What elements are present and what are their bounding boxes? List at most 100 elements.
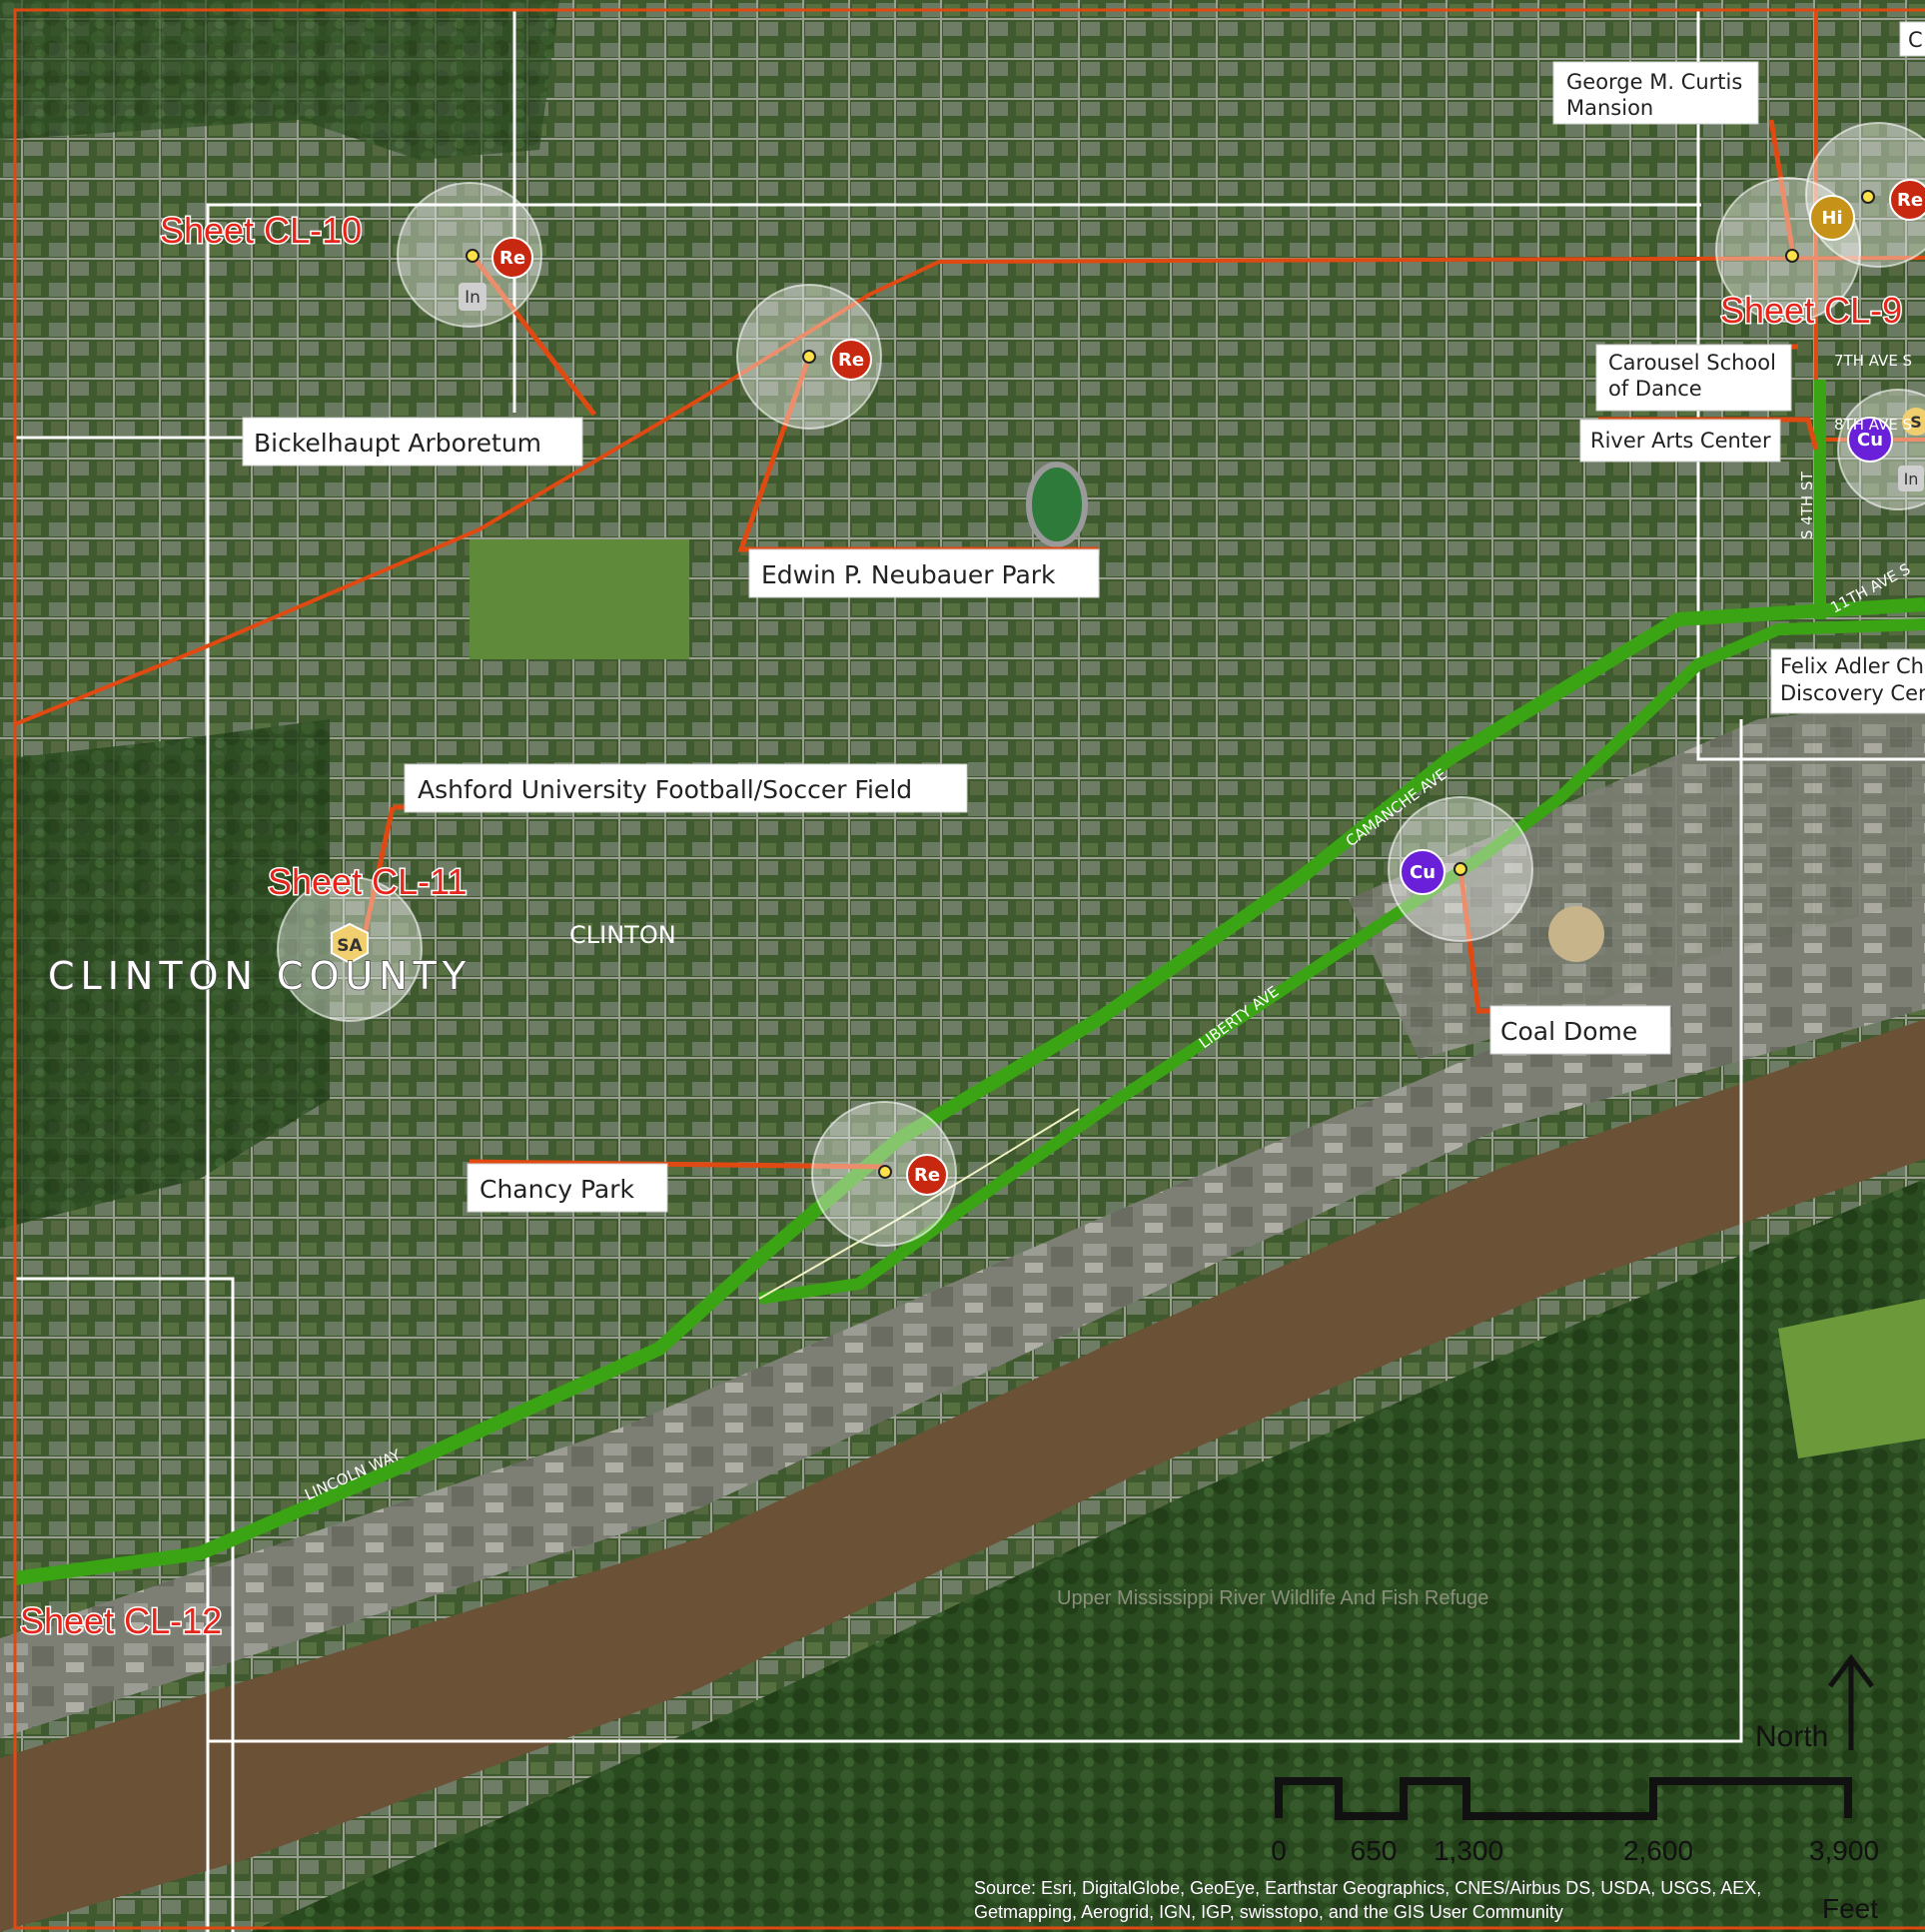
callout-label: Bickelhaupt Arboretum	[254, 429, 541, 458]
imagery-forest-west	[0, 719, 330, 1229]
callout-chancy-park[interactable]: Chancy Park	[467, 1163, 668, 1213]
open-field	[470, 539, 689, 659]
marker-code: Re	[1897, 190, 1923, 211]
callout-george-curtis-mansion[interactable]: George M. Curtis Mansion	[1552, 61, 1759, 125]
marker-hi-curtis[interactable]: Hi	[1809, 195, 1855, 241]
refuge-label: Upper Mississippi River Wildlife And Fis…	[1057, 1587, 1488, 1609]
marker-re-neubauer[interactable]: Re	[830, 339, 872, 381]
marker-code: SA	[337, 936, 363, 956]
callout-felix-adler[interactable]: Felix Adler Chi Discovery Cer	[1770, 648, 1925, 714]
north-arrow-head	[1828, 1653, 1874, 1688]
marker-sa-ashford[interactable]: SA	[331, 922, 369, 965]
callout-label-line1: Carousel School	[1608, 351, 1776, 375]
source-attribution-line2: Getmapping, Aerogrid, IGN, IGP, swisstop…	[974, 1902, 1563, 1922]
street-camanche-ave: CAMANCHE AVE	[1343, 765, 1450, 850]
callout-label: Edwin P. Neubauer Park	[761, 560, 1056, 589]
scale-tick-650: 650	[1351, 1835, 1398, 1866]
marker-in-east[interactable]: In	[1898, 466, 1924, 491]
green-route-mid	[758, 1108, 1080, 1300]
marker-cu-river-arts[interactable]: Cu	[1847, 417, 1893, 463]
callout-coal-dome[interactable]: Coal Dome	[1489, 1005, 1671, 1055]
marker-code: Hi	[1821, 208, 1842, 229]
town-label: CLINTON	[569, 921, 676, 949]
recreation-icon	[491, 237, 533, 279]
historic-icon	[1809, 195, 1855, 241]
callout-carousel-school[interactable]: Carousel School of Dance	[1595, 344, 1792, 412]
source-attribution-line1: Source: Esri, DigitalGlobe, GeoEye, Eart…	[974, 1878, 1761, 1898]
marker-re-chancy[interactable]: Re	[906, 1154, 948, 1196]
cultural-icon	[1847, 417, 1893, 463]
marker-code: Re	[499, 248, 525, 269]
orange-boundary-line	[14, 256, 1925, 726]
sport-icon	[331, 922, 369, 965]
sheet-label-cl10[interactable]: Sheet CL-10	[159, 209, 364, 253]
callout-label: Coal Dome	[1500, 1017, 1637, 1046]
callout-ashford-field[interactable]: Ashford University Football/Soccer Field	[404, 763, 968, 813]
sheet-label-cl12[interactable]: Sheet CL-12	[19, 1599, 224, 1643]
callout-neubauer-park[interactable]: Edwin P. Neubauer Park	[748, 548, 1100, 598]
callout-bickelhaupt-arboretum[interactable]: Bickelhaupt Arboretum	[242, 417, 583, 467]
street-liberty-ave: LIBERTY AVE	[1196, 982, 1283, 1052]
field-east	[1778, 1299, 1925, 1458]
river	[0, 1019, 1925, 1932]
marker-code: Cu	[1410, 862, 1436, 883]
marker-s-east[interactable]: S	[1902, 408, 1925, 436]
sheet-label-cl9[interactable]: Sheet CL-9	[1719, 289, 1904, 333]
marker-code: Re	[914, 1165, 940, 1186]
marker-in-bickelhaupt[interactable]: In	[459, 283, 486, 311]
street-s-4th-st: S 4TH ST	[1798, 471, 1816, 539]
marker-re-east[interactable]: Re	[1889, 179, 1925, 221]
callout-label-line2: of Dance	[1608, 377, 1702, 401]
callout-label: River Arts Center	[1590, 429, 1771, 453]
scale-tick-1300: 1,300	[1434, 1835, 1503, 1866]
green-route-outer	[14, 597, 1925, 1585]
callout-label: Ashford University Football/Soccer Field	[418, 775, 912, 804]
scale-bar: 0 650 1,300 2,600 3,900 Feet	[1271, 1777, 1879, 1924]
industrial-icon	[459, 283, 486, 311]
marker-cu-coal-dome[interactable]: Cu	[1400, 849, 1445, 895]
north-label: North	[1755, 1720, 1828, 1753]
map-frame	[13, 8, 1925, 1930]
green-route-inner	[758, 618, 1925, 1305]
sports-field-neubauer	[1026, 462, 1088, 547]
sheet-label-cl11[interactable]: Sheet CL-11	[267, 860, 469, 904]
recreation-icon	[1889, 179, 1925, 221]
street-8th-ave-s: 8TH AVE S	[1834, 416, 1912, 434]
marker-code: In	[1904, 470, 1919, 488]
street-11th-ave-s: 11TH AVE S	[1827, 559, 1913, 616]
marker-code: S	[1910, 413, 1922, 432]
callout-label-line1: Felix Adler Chi	[1780, 654, 1925, 678]
scale-tick-0: 0	[1271, 1835, 1287, 1866]
scale-bar-line	[1275, 1777, 1852, 1820]
coal-dome-structure	[1548, 906, 1604, 962]
county-label: CLINTON COUNTY	[48, 954, 472, 998]
cultural-icon	[1400, 849, 1445, 895]
sport-icon	[1902, 408, 1925, 436]
site-points	[466, 190, 1875, 1179]
recreation-icon	[830, 339, 872, 381]
sheet-index-lines	[15, 10, 1925, 1932]
scale-unit: Feet	[1822, 1893, 1878, 1924]
marker-code: Re	[838, 350, 864, 371]
callout-label-line2: Mansion	[1566, 96, 1653, 120]
marker-re-bickelhaupt[interactable]: Re	[491, 237, 533, 279]
imagery-industrial	[0, 899, 1925, 1738]
forest-island	[250, 1179, 1925, 1932]
callout-label: Chancy Park	[480, 1175, 635, 1204]
north-arrow: North	[1755, 1653, 1874, 1753]
imagery-forest-north	[0, 0, 559, 160]
recreation-icon	[906, 1154, 948, 1196]
marker-code: Cu	[1857, 430, 1883, 451]
callout-label-line1: George M. Curtis	[1566, 70, 1742, 94]
marker-code: In	[465, 288, 481, 308]
callout-edge-box[interactable]: C	[1899, 21, 1925, 57]
callout-river-arts-center[interactable]: River Arts Center	[1579, 419, 1781, 463]
imagery-industrial-east	[1349, 699, 1925, 1059]
street-7th-ave-s: 7TH AVE S	[1834, 352, 1912, 370]
scale-tick-2600: 2,600	[1623, 1835, 1693, 1866]
callout-label: C	[1908, 28, 1923, 52]
